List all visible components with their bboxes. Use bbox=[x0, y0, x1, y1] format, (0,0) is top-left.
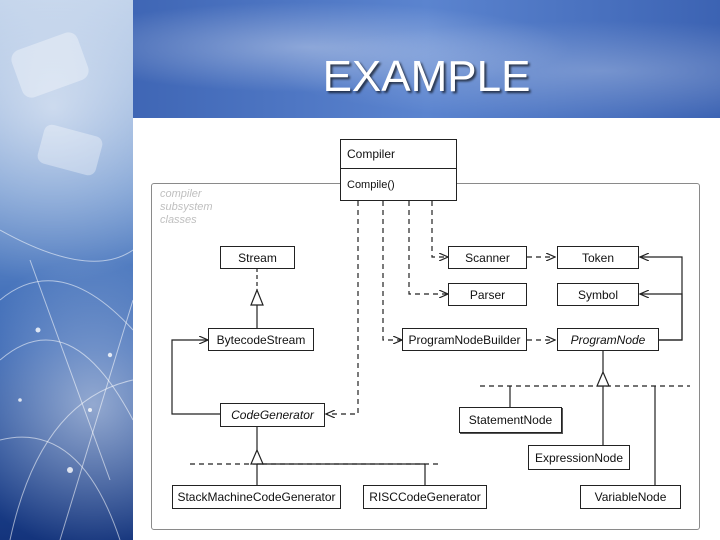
expression-node-class: ExpressionNode bbox=[528, 445, 630, 470]
decorative-background-left bbox=[0, 0, 133, 540]
risc-code-generator-class: RISCCodeGenerator bbox=[363, 485, 487, 509]
stack-machine-code-generator-class: StackMachineCodeGenerator bbox=[172, 485, 341, 509]
token-class: Token bbox=[557, 246, 639, 269]
codegen-inheritance-triangle bbox=[250, 448, 264, 465]
stream-inheritance-triangle bbox=[250, 288, 264, 306]
compiler-class-operation: Compile() bbox=[347, 179, 395, 191]
statement-node-class: StatementNode bbox=[459, 407, 562, 433]
stream-class: Stream bbox=[220, 246, 295, 269]
compiler-parser-dependency bbox=[408, 201, 448, 294]
programnode-symbol-association bbox=[640, 294, 683, 341]
code-generator-class: CodeGenerator bbox=[220, 403, 325, 427]
scanner-class: Scanner bbox=[448, 246, 527, 269]
program-node-class: ProgramNode bbox=[557, 328, 659, 351]
variable-node-class: VariableNode bbox=[580, 485, 681, 509]
compiler-class-divider bbox=[341, 168, 456, 169]
compiler-builder-dependency bbox=[382, 201, 402, 340]
symbol-class: Symbol bbox=[557, 283, 639, 306]
slide-title: EXAMPLE bbox=[322, 52, 531, 101]
compiler-class-name: Compiler bbox=[347, 147, 396, 161]
compiler-codegen-dependency bbox=[326, 201, 359, 414]
title-banner bbox=[133, 0, 720, 118]
network-light-decoration bbox=[0, 32, 133, 540]
subsystem-label: compiler subsystem classes bbox=[160, 188, 213, 226]
compiler-scanner-dependency bbox=[431, 201, 448, 257]
bytecode-stream-class: BytecodeStream bbox=[208, 328, 314, 351]
parser-class: Parser bbox=[448, 283, 527, 306]
compiler-class: Compiler Compile() bbox=[340, 139, 457, 201]
program-node-builder-class: ProgramNodeBuilder bbox=[402, 328, 527, 351]
codegen-bytecodestream-association bbox=[171, 340, 220, 415]
programnode-inheritance-triangle bbox=[596, 370, 610, 387]
